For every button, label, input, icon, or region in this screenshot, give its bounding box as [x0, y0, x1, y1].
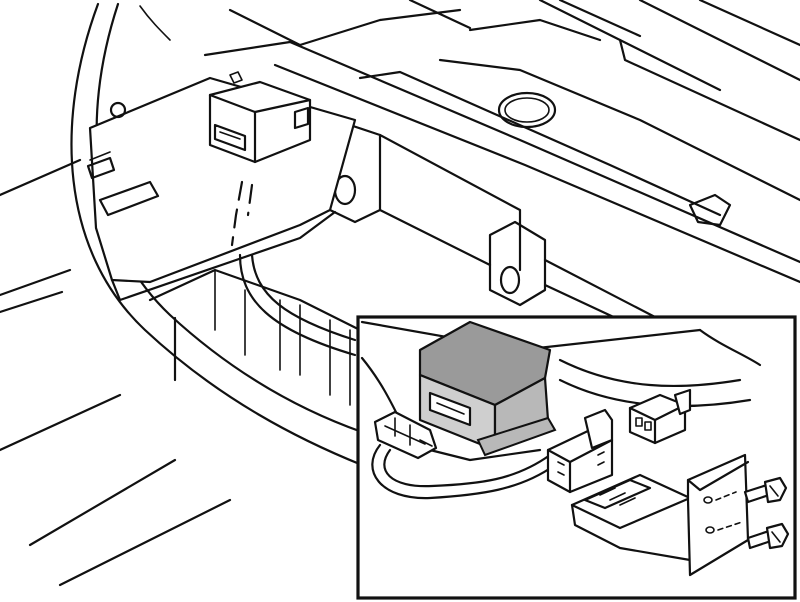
- wiring-harness-main: [238, 253, 357, 357]
- tab-right: [688, 193, 732, 227]
- interior-box: [148, 268, 362, 332]
- control-module-detail: [418, 320, 557, 457]
- plate-slot-2: [98, 180, 160, 217]
- inset-detail: [356, 315, 797, 600]
- control-module-icon: [208, 80, 312, 164]
- bracket-icon: [570, 453, 750, 577]
- connector-right: [628, 388, 692, 445]
- plate-slot-1: [86, 156, 116, 180]
- panel-inner-curve: [95, 2, 364, 434]
- crossmember: [203, 40, 800, 264]
- connector-icon: [373, 410, 438, 460]
- bolt-icon: [743, 476, 788, 504]
- cable-icon: [371, 443, 557, 500]
- connector-center: [546, 408, 614, 494]
- panel-outer-curve: [70, 2, 364, 467]
- mount-hole: [497, 91, 557, 129]
- floor-lines-left: [0, 158, 82, 197]
- main-view: [0, 0, 800, 587]
- cable-dashed: [230, 180, 244, 247]
- bolt-icon-2: [746, 522, 790, 550]
